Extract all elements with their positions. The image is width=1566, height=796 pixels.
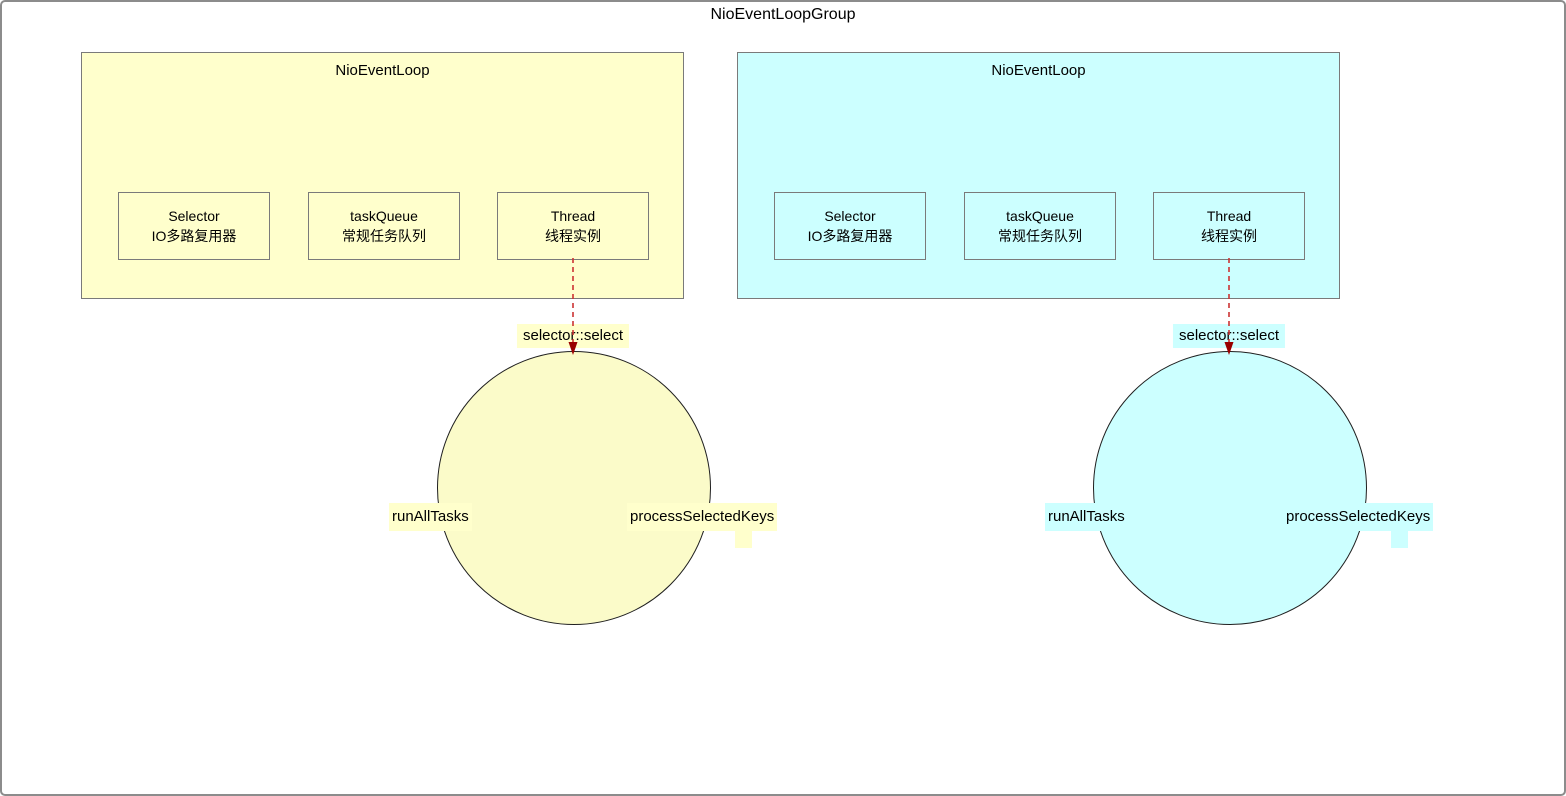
component-name: Selector	[824, 208, 876, 224]
event-loop-circle-left	[437, 351, 711, 625]
run-all-tasks-label: runAllTasks	[389, 503, 472, 531]
nioeventloop-box-left: NioEventLoop Selector IO多路复用器 taskQueue …	[81, 52, 684, 299]
group-title: NioEventLoop	[335, 62, 430, 79]
label-notch	[1391, 530, 1408, 548]
component-box-selector: Selector IO多路复用器	[774, 192, 926, 260]
run-all-tasks-label: runAllTasks	[1045, 503, 1128, 531]
component-name: taskQueue	[1006, 208, 1074, 224]
label-notch	[735, 530, 752, 548]
process-selected-keys-label: processSelectedKeys	[1283, 503, 1434, 531]
component-desc: 线程实例	[545, 228, 601, 244]
process-selected-keys-label: processSelectedKeys	[627, 503, 778, 531]
nioeventloop-box-right: NioEventLoop Selector IO多路复用器 taskQueue …	[737, 52, 1340, 299]
component-desc: 常规任务队列	[998, 228, 1082, 244]
component-box-taskqueue: taskQueue 常规任务队列	[308, 192, 460, 260]
component-name: Thread	[550, 208, 596, 224]
component-name: taskQueue	[350, 208, 418, 224]
component-box-thread: Thread 线程实例	[497, 192, 649, 260]
component-desc: 常规任务队列	[342, 228, 426, 244]
page-title: NioEventLoopGroup	[710, 6, 856, 23]
component-box-taskqueue: taskQueue 常规任务队列	[964, 192, 1116, 260]
selector-select-arrow	[1224, 258, 1234, 355]
group-title: NioEventLoop	[991, 62, 1086, 79]
component-desc: IO多路复用器	[151, 228, 237, 244]
component-box-selector: Selector IO多路复用器	[118, 192, 270, 260]
component-name: Thread	[1206, 208, 1252, 224]
selector-select-arrow	[568, 258, 578, 355]
component-name: Selector	[168, 208, 220, 224]
event-loop-circle-right	[1093, 351, 1367, 625]
component-box-thread: Thread 线程实例	[1153, 192, 1305, 260]
component-desc: IO多路复用器	[807, 228, 893, 244]
component-desc: 线程实例	[1201, 228, 1257, 244]
